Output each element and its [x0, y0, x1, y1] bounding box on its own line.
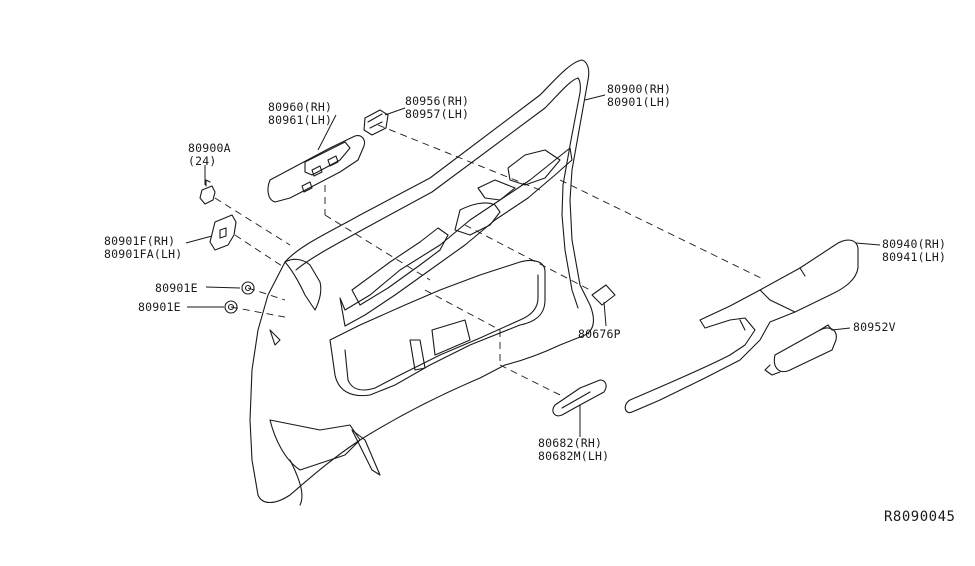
label-80676P: 80676P	[578, 327, 621, 341]
diagram-reference-id: R8090045	[884, 509, 956, 525]
label-80682: 80682(RH)80682M(LH)	[538, 436, 610, 463]
label-80901E-upper: 80901E	[155, 281, 198, 295]
clip-80901E-upper	[241, 281, 255, 295]
label-80952V: 80952V	[853, 320, 896, 334]
door-switch-part	[363, 109, 389, 136]
pad-80676P	[591, 284, 616, 306]
label-80956: 80956(RH)80957(LH)	[405, 94, 470, 121]
pocket-80682	[552, 379, 607, 417]
power-window-switch-bezel	[267, 135, 366, 203]
label-80900: 80900(RH)80901(LH)	[607, 82, 672, 109]
label-80940: 80940(RH)80941(LH)	[882, 237, 947, 264]
clip-80900A	[199, 179, 216, 205]
label-80901E-lower: 80901E	[138, 300, 181, 314]
bracket-80901F	[209, 214, 237, 251]
leader-lines	[185, 94, 881, 437]
label-80960: 80960(RH)80961(LH)	[268, 100, 333, 127]
label-80900A: 80900A(24)	[188, 141, 231, 168]
door-trim-panel	[249, 59, 594, 506]
assembly-guide-lines	[214, 124, 766, 396]
armrest-80940	[624, 239, 859, 414]
clip-80901E-lower	[224, 300, 238, 314]
label-80901F: 80901F(RH)80901FA(LH)	[104, 234, 183, 261]
handle-80952V	[764, 324, 837, 376]
